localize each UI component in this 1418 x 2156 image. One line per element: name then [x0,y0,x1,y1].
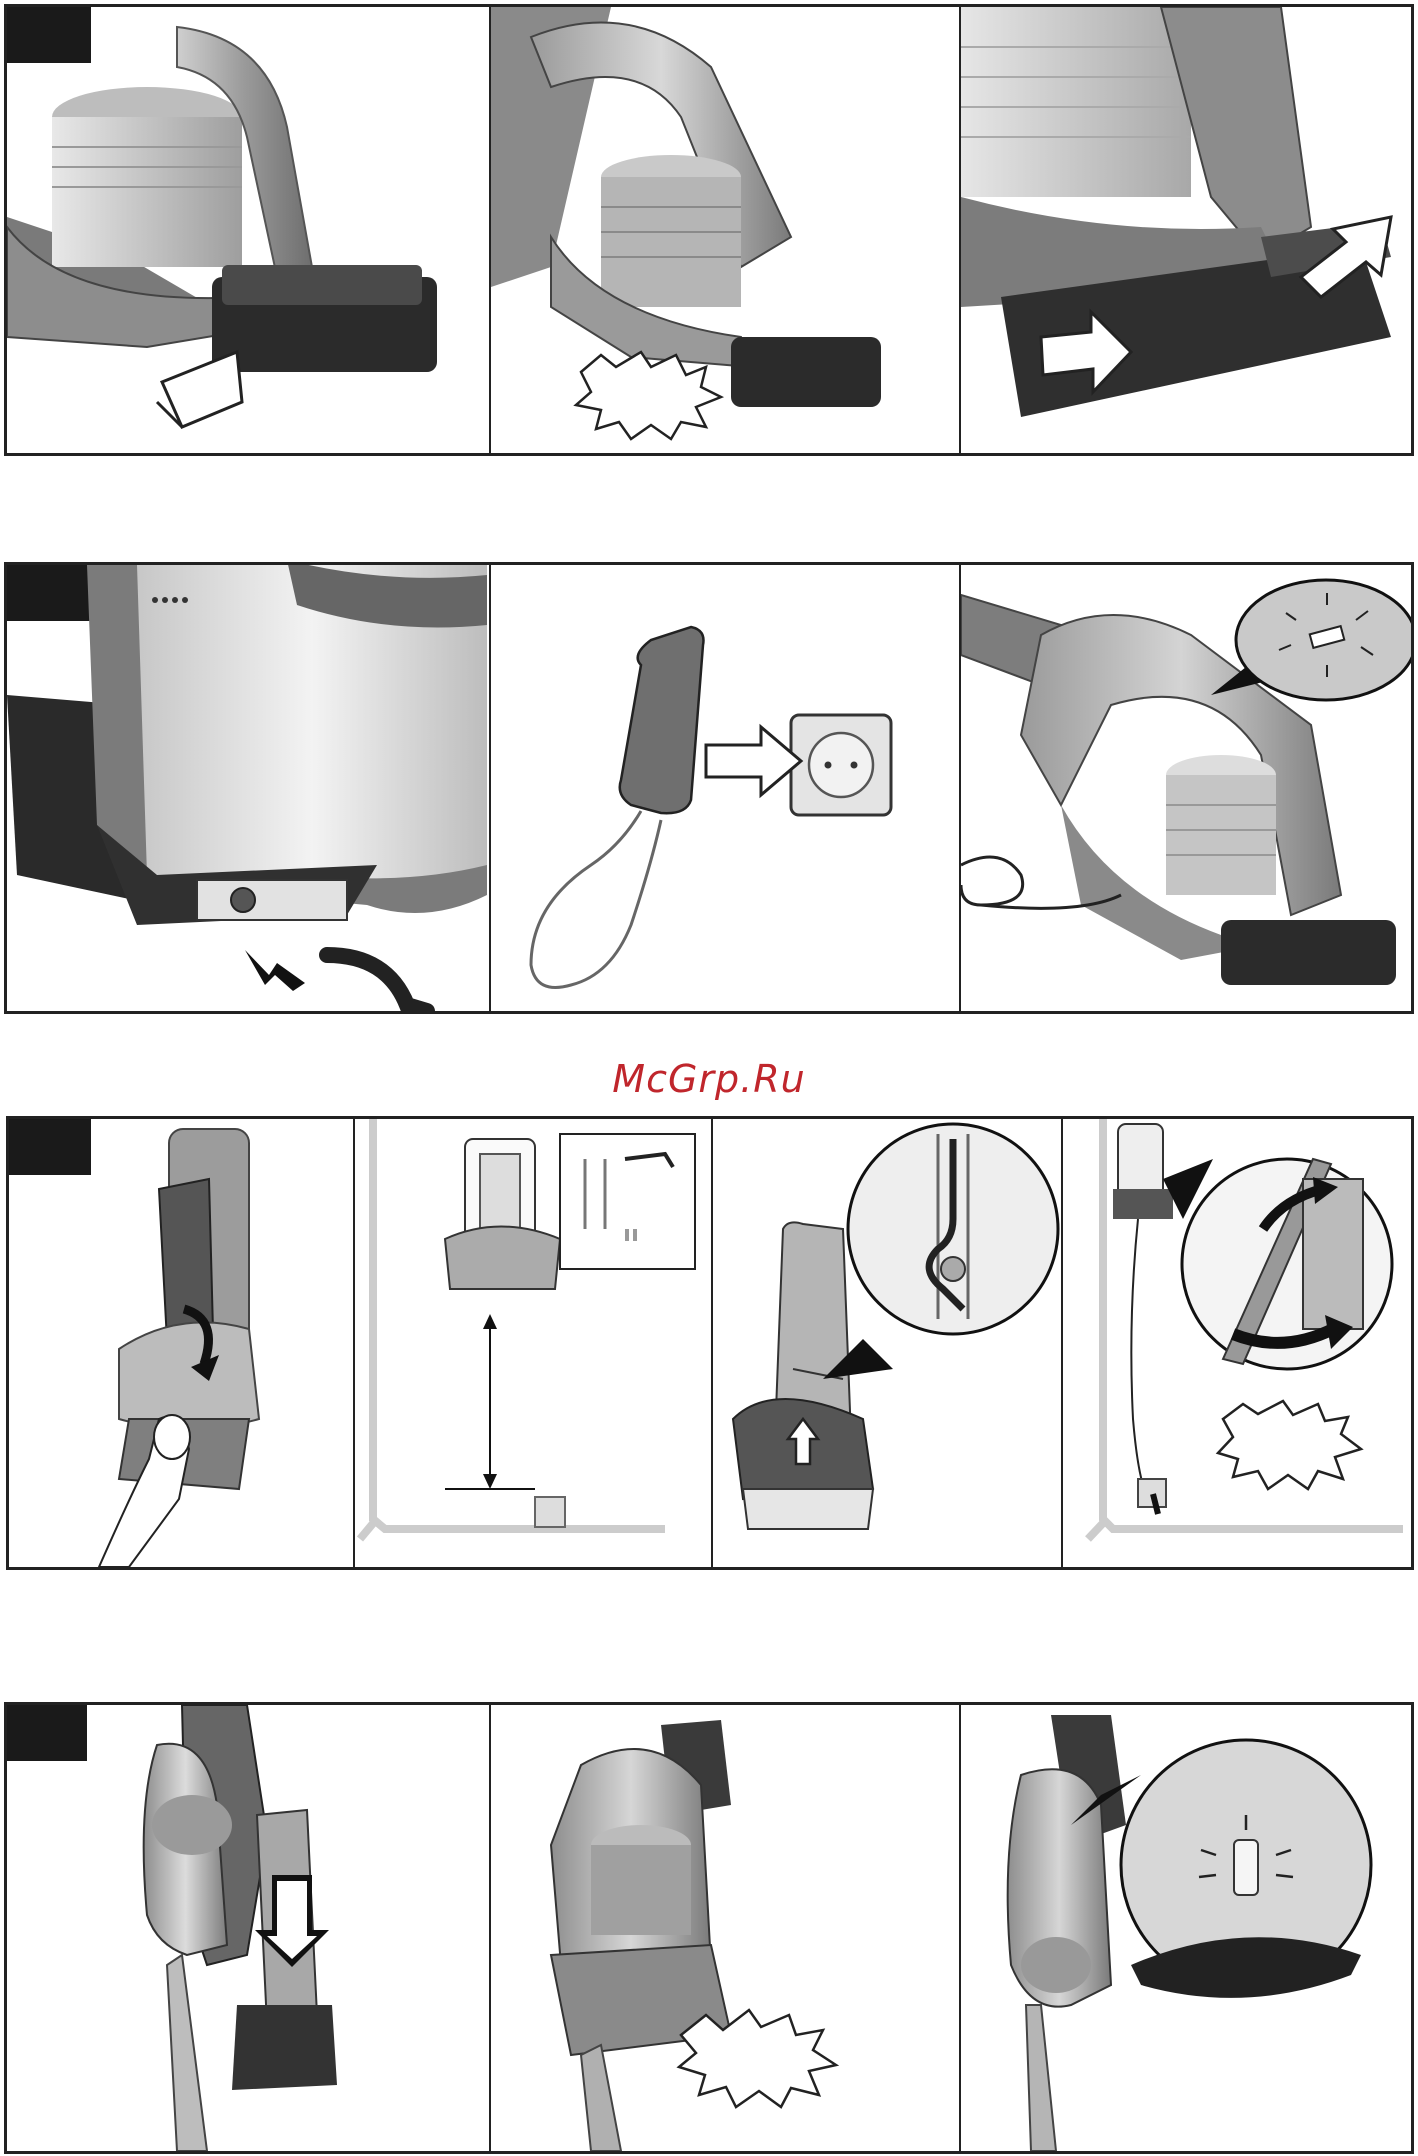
holder-attach-click-illustration [1063,1119,1411,1567]
panel-holder-drill-screw [355,1119,711,1567]
panel-holder-click [491,1705,957,2151]
panel-plug-into-socket [491,565,957,1011]
battery-click-illustration [491,7,957,453]
panel-charger-connector [7,565,487,1011]
holder-click-illustration [491,1705,957,2151]
panel-battery-click [491,7,957,453]
panel-indicator-light [961,1705,1411,2151]
panel-insert-into-holder [7,1705,487,2151]
plug-socket-illustration [491,565,957,1011]
watermark: McGrp.Ru [0,1057,1418,1101]
panel-battery-slide-in [7,7,487,453]
step-2-charging-frame [4,562,1414,1014]
panel-charging-indicator [961,565,1411,1011]
step-3-wall-mount-frame [6,1116,1414,1570]
panel-holder-attach-click [1063,1119,1411,1567]
panel-cable-routing [713,1119,1061,1567]
insert-into-holder-illustration [7,1705,487,2151]
panel-battery-release-buttons [961,7,1411,453]
charging-indicator-illustration [961,565,1411,1011]
indicator-light-illustration [961,1705,1411,2151]
holder-separate-illustration [9,1119,353,1567]
holder-drill-screw-illustration [355,1119,711,1567]
panel-holder-separate [9,1119,353,1567]
step-4-parking-frame [4,1702,1414,2154]
cable-routing-illustration [713,1119,1061,1567]
charger-connector-illustration [7,565,487,1011]
step-1-battery-frame [4,4,1414,456]
battery-slide-in-illustration [7,7,487,453]
battery-release-illustration [961,7,1411,453]
